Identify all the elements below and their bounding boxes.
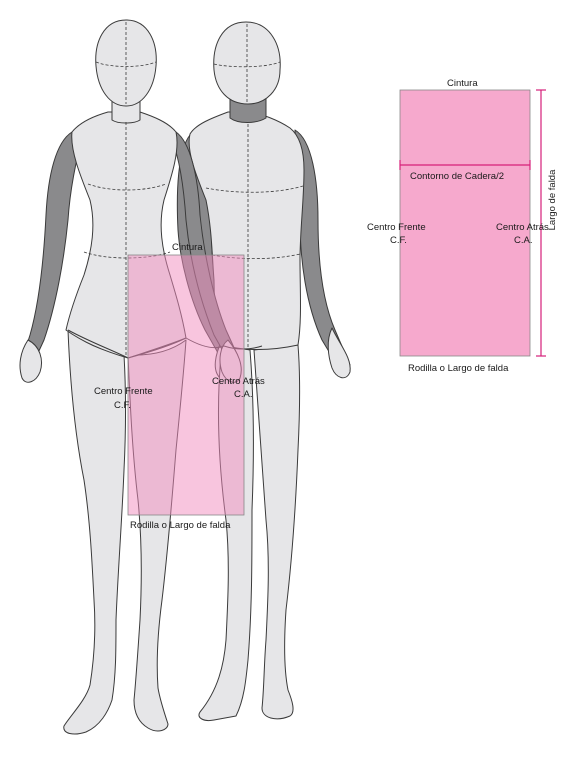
back-right-leg bbox=[253, 344, 300, 720]
back-center-line bbox=[246, 24, 249, 348]
front-left-hand bbox=[19, 339, 42, 383]
mannequin-center-front-label: Centro Frente bbox=[94, 386, 153, 397]
pattern-length-label: Largo de falda bbox=[547, 169, 558, 230]
back-head bbox=[213, 21, 281, 105]
mannequin-center-front-abbr: C.F. bbox=[114, 400, 131, 411]
skirt-pattern: Cintura Contorno de Cadera/2 Centro Fren… bbox=[367, 78, 558, 374]
pattern-hem-label: Rodilla o Largo de falda bbox=[408, 363, 509, 374]
pattern-rect bbox=[399, 89, 531, 357]
front-chest-line bbox=[87, 183, 167, 191]
back-right-arm bbox=[294, 129, 351, 371]
mannequin-hem-label: Rodilla o Largo de falda bbox=[130, 520, 231, 531]
back-head-line bbox=[213, 61, 281, 68]
front-left-leg bbox=[63, 329, 126, 735]
pattern-center-back-label: Centro Atrás bbox=[496, 222, 549, 233]
skirt-overlay-rect bbox=[127, 254, 245, 516]
pattern-hip-label: Contorno de Cadera/2 bbox=[410, 171, 504, 182]
front-waist-line bbox=[83, 251, 171, 259]
pattern-waist-label: Cintura bbox=[447, 78, 478, 89]
pattern-center-front-label: Centro Frente bbox=[367, 222, 426, 233]
mannequin-center-back-abbr: C.A. bbox=[234, 389, 252, 400]
back-right-hand bbox=[327, 327, 351, 379]
back-waist-line bbox=[211, 253, 301, 260]
pattern-center-back-abbr: C.A. bbox=[514, 235, 532, 246]
front-head-line bbox=[95, 61, 157, 67]
pattern-center-front-abbr: C.F. bbox=[390, 235, 407, 246]
mannequin-waist-label: Cintura bbox=[172, 242, 203, 253]
mannequin-center-back-label: Centro Atrás bbox=[212, 376, 265, 387]
